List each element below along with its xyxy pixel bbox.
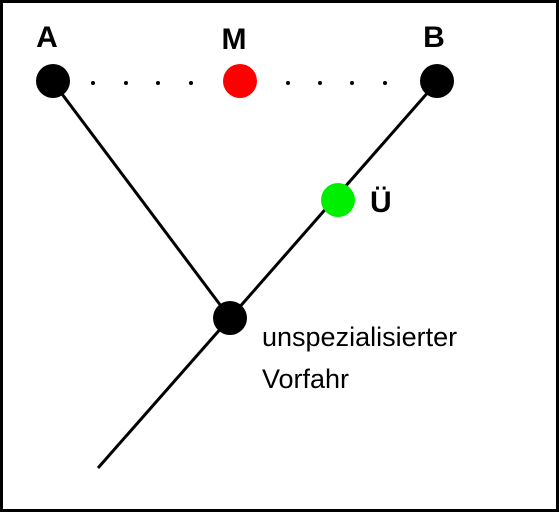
dot <box>189 81 193 85</box>
branch-a-to-ancestor <box>51 81 232 319</box>
dot <box>383 81 387 85</box>
label-ancestor-line1: unspezialisierter <box>262 322 457 352</box>
label-ancestor-line2: Vorfahr <box>262 364 349 394</box>
dot <box>91 81 95 85</box>
branch-ancestor-to-root <box>96 317 232 469</box>
label-u: Ü <box>370 186 392 219</box>
dot <box>124 81 128 85</box>
node-b <box>420 64 454 98</box>
label-b: B <box>423 21 445 54</box>
label-a: A <box>36 21 58 54</box>
node-ancestor <box>213 301 247 335</box>
node-a <box>36 64 70 98</box>
node-u <box>321 183 355 217</box>
dot <box>156 81 160 85</box>
node-m <box>223 64 257 98</box>
dot <box>318 81 322 85</box>
dotted-connection-a-b <box>91 81 387 85</box>
dot <box>350 81 354 85</box>
label-m: M <box>222 23 247 56</box>
dot <box>286 81 290 85</box>
